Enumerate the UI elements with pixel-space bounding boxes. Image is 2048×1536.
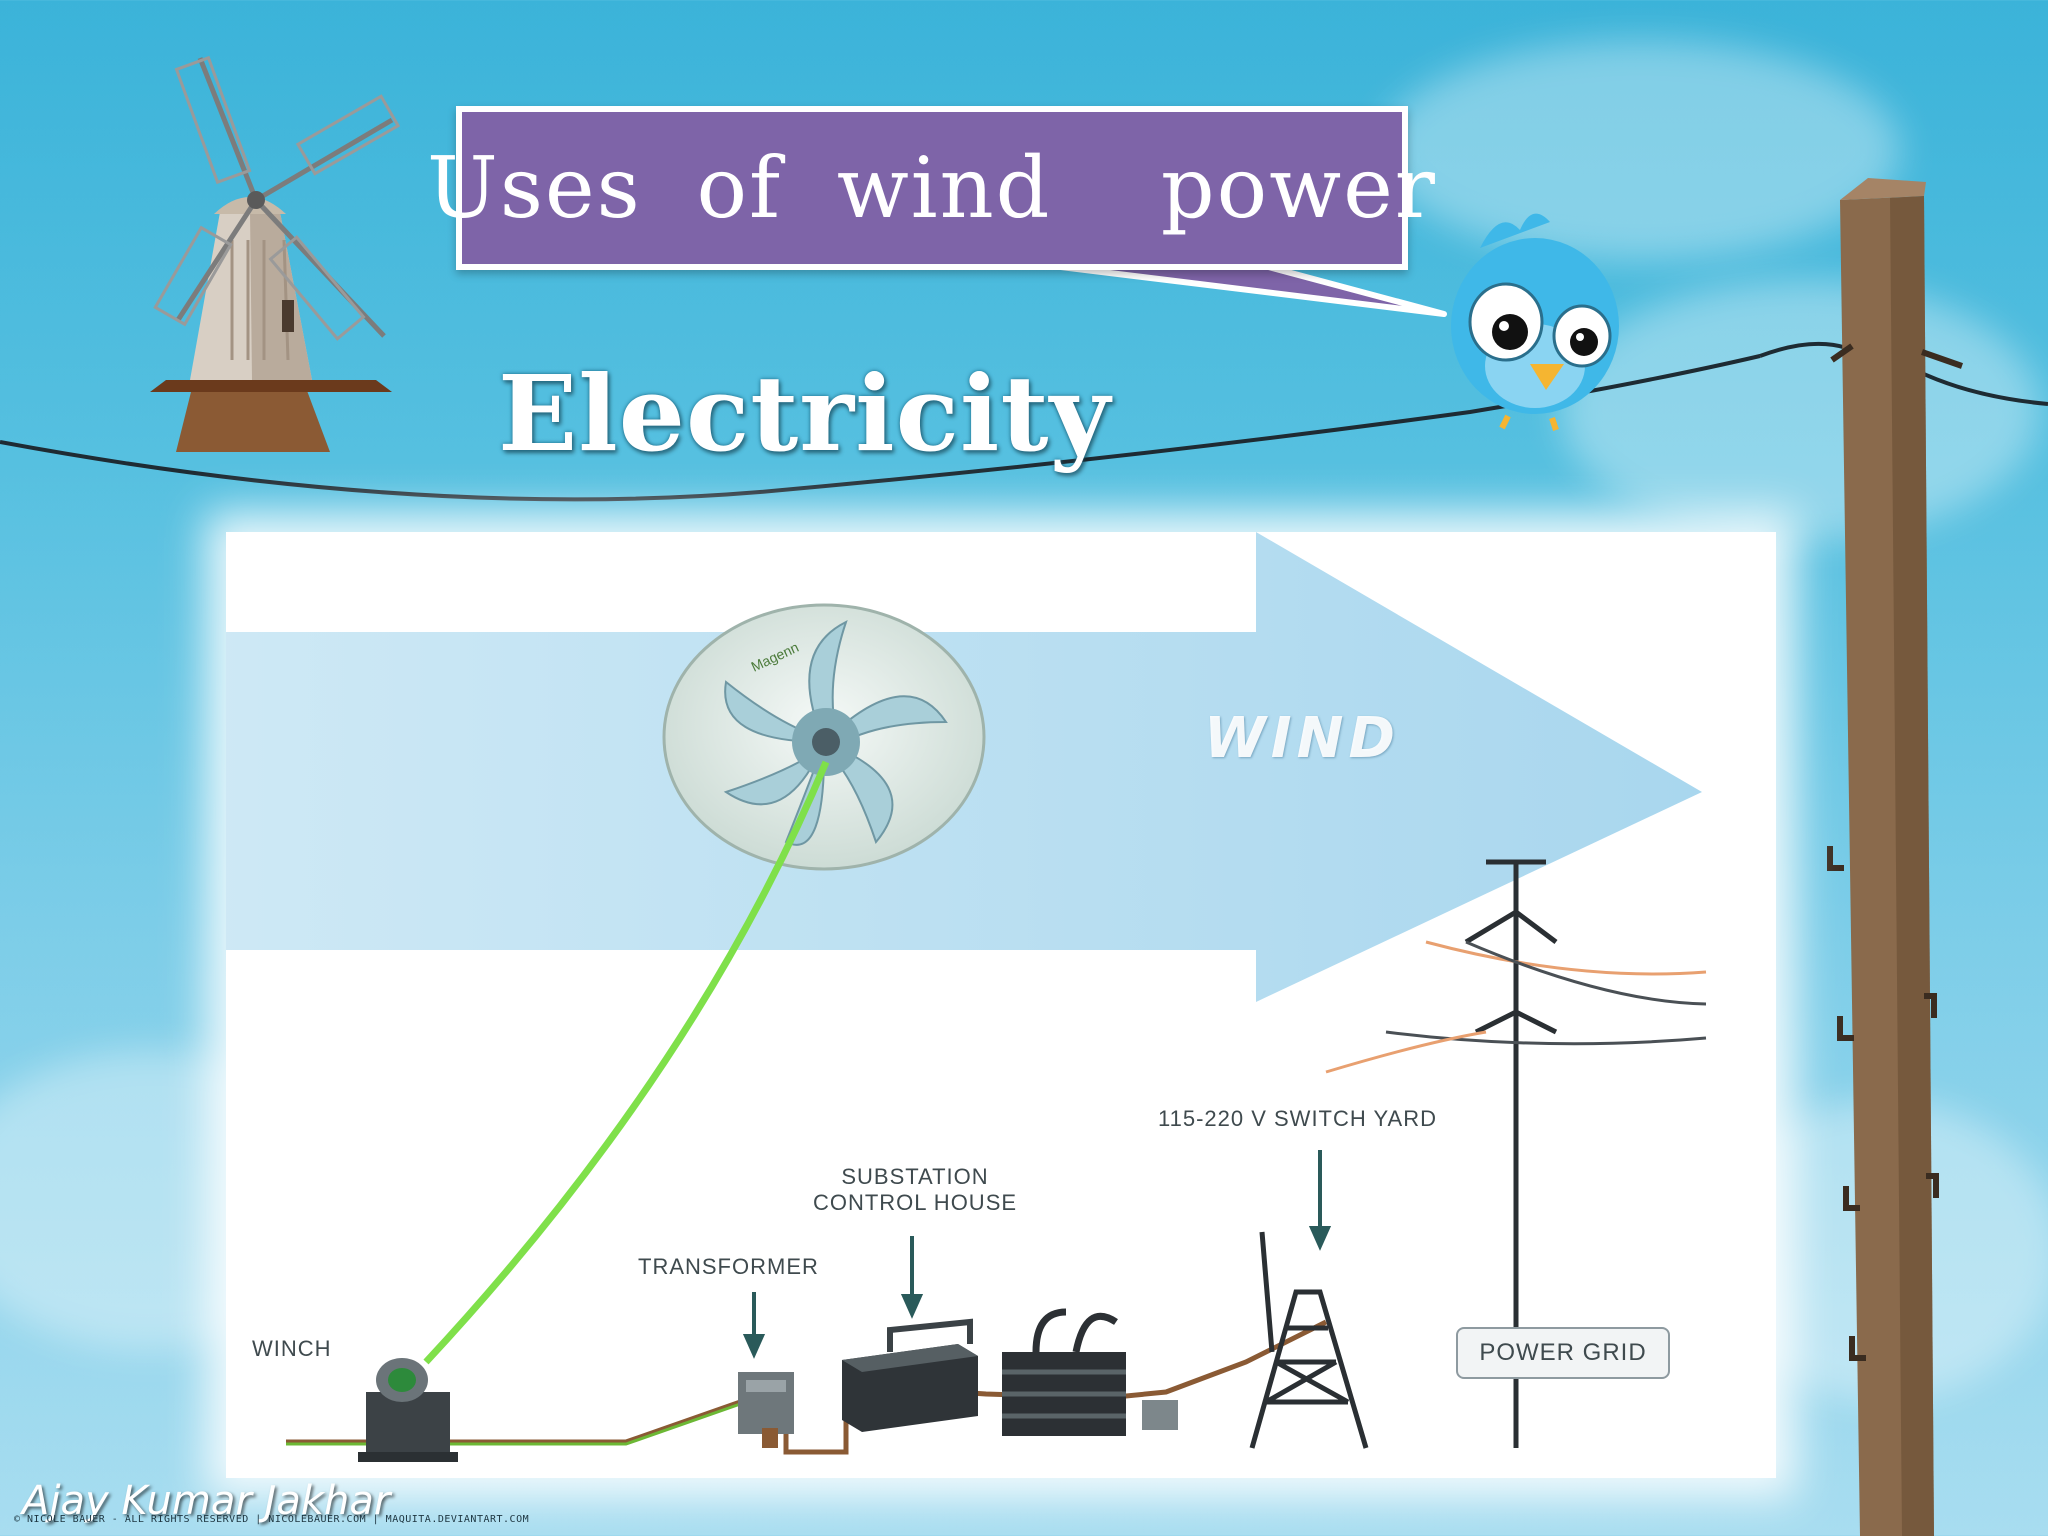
wind-power-diagram: Magenn bbox=[226, 532, 1776, 1478]
slide-title: Uses of wind power bbox=[427, 139, 1437, 237]
bird-icon bbox=[1451, 213, 1619, 431]
winch-label: WINCH bbox=[252, 1336, 332, 1361]
diagram-illustration: Magenn bbox=[226, 532, 1707, 1462]
slide-subtitle: Electricity bbox=[498, 352, 1111, 475]
power-grid-box: POWER GRID bbox=[1456, 1327, 1670, 1379]
transformer-icon bbox=[738, 1372, 794, 1448]
substation-icon bbox=[842, 1318, 978, 1432]
tether-cable bbox=[423, 760, 830, 1365]
airborne-turbine-icon: Magenn bbox=[662, 603, 986, 871]
windmill-icon bbox=[150, 55, 401, 452]
winch-icon bbox=[358, 1358, 458, 1462]
transformer-label: TRANSFORMER bbox=[638, 1254, 819, 1279]
cloud bbox=[1380, 40, 1900, 260]
substation-label: SUBSTATION CONTROL HOUSE bbox=[800, 1164, 1030, 1216]
grid-wires bbox=[1325, 940, 1707, 1074]
power-grid-label: POWER GRID bbox=[1479, 1339, 1647, 1366]
title-speech-bubble: Uses of wind power bbox=[427, 106, 1435, 270]
copyright-notice: © NICOLE BAUER - ALL RIGHTS RESERVED | N… bbox=[14, 1514, 530, 1525]
author-credit: Ajay Kumar Jakhar bbox=[22, 1478, 391, 1524]
cloud bbox=[1560, 280, 2040, 540]
switchgear-icon bbox=[1002, 1308, 1178, 1436]
wind-label: WIND bbox=[1204, 706, 1400, 771]
substation-label-line2: CONTROL HOUSE bbox=[812, 1190, 1018, 1215]
utility-pole-icon bbox=[1827, 178, 1963, 1536]
pointer-arrows bbox=[742, 1150, 1332, 1359]
switchyard-label: 115-220 V SWITCH YARD bbox=[1158, 1106, 1437, 1131]
substation-label-line1: SUBSTATION bbox=[841, 1164, 989, 1189]
